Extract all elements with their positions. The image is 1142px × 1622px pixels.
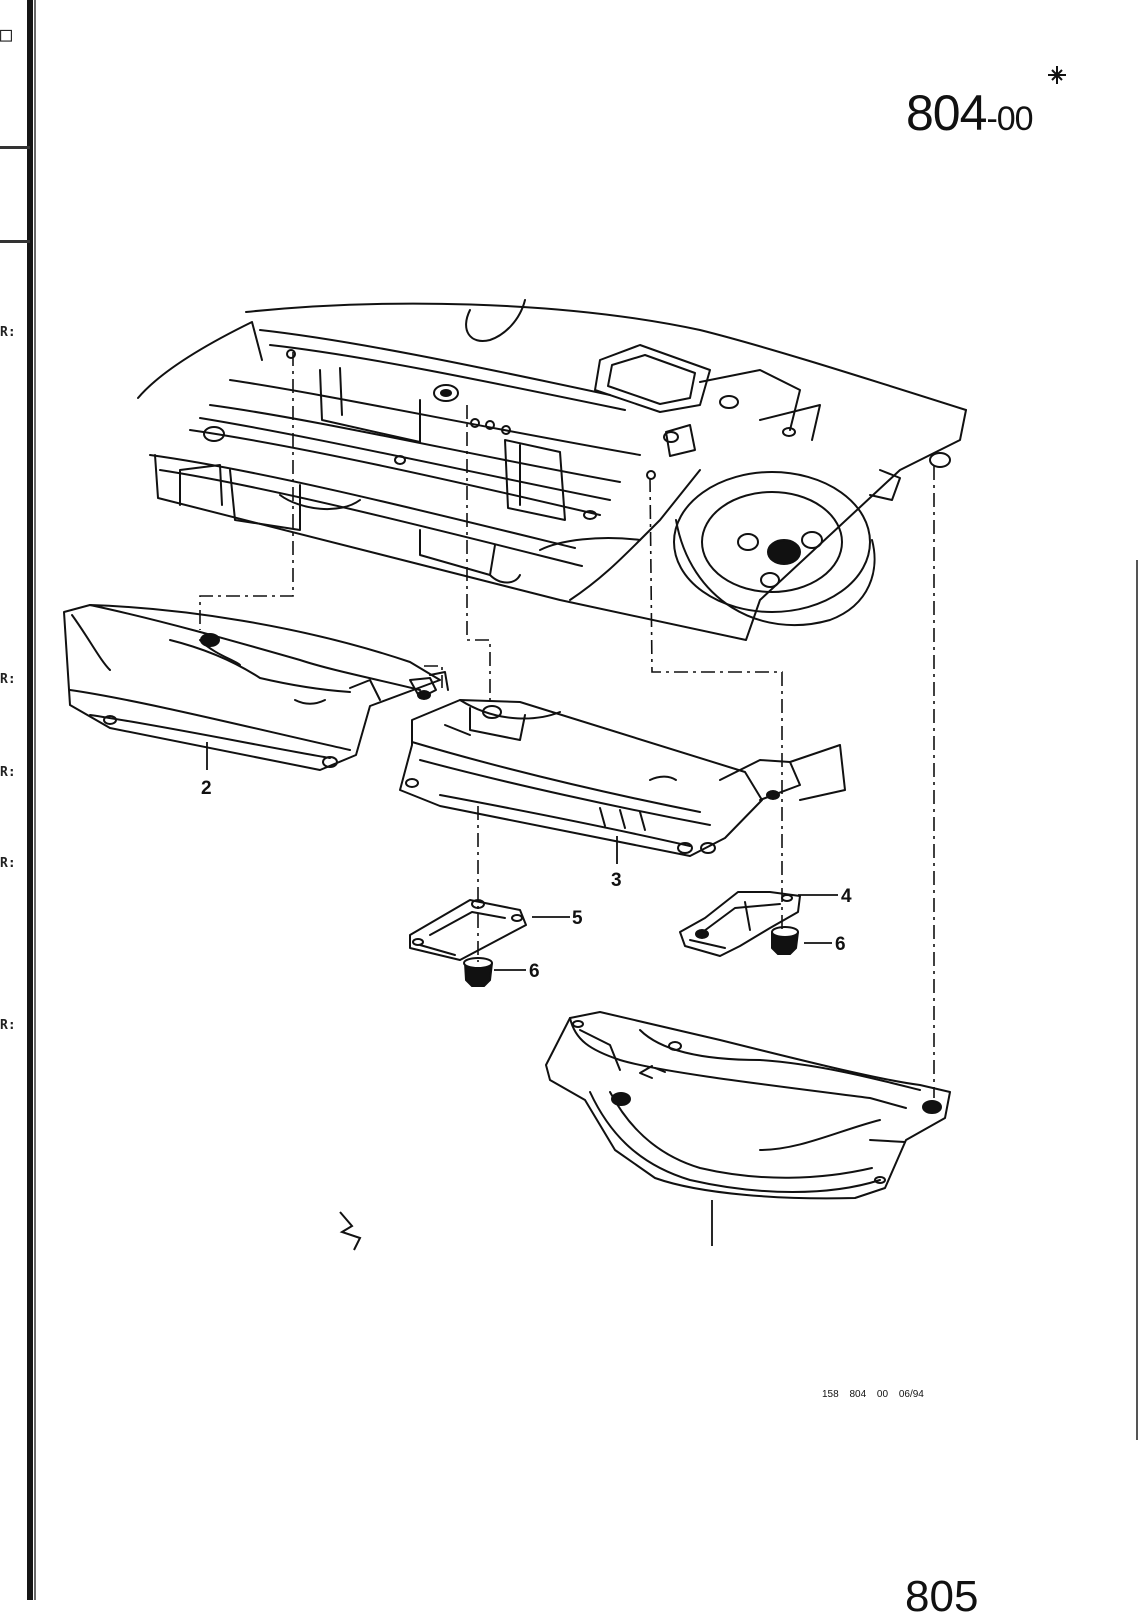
nut-6-right	[771, 926, 799, 955]
ink-spot	[1048, 66, 1066, 84]
vehicle-underbody	[137, 299, 967, 641]
margin-mark: R:	[0, 1018, 16, 1033]
callout-4: 4	[841, 886, 852, 907]
section-suffix: -00	[986, 100, 1033, 138]
bracket-4	[679, 891, 801, 957]
margin-mark: R:	[0, 856, 16, 871]
section-number: 804-00	[906, 84, 1034, 142]
drawing-reference-code: 158 804 00 06/94	[822, 1389, 924, 1400]
rear-underbody-panel	[545, 1011, 951, 1200]
heat-shield-center	[399, 699, 846, 857]
callout-2: 2	[201, 778, 212, 799]
binder-edge-inner	[34, 0, 36, 1600]
bracket-5	[409, 899, 527, 961]
callout-6-right: 6	[835, 934, 846, 955]
heat-shield-left	[63, 604, 449, 771]
callout-5: 5	[572, 908, 583, 929]
assembly-lines	[199, 352, 935, 1098]
callout-6-left: 6	[529, 961, 540, 982]
page-number: 805	[905, 1572, 979, 1621]
right-page-edge	[1136, 560, 1138, 1440]
callout-leaders	[206, 742, 838, 1246]
margin-mark: R:	[0, 325, 16, 340]
callout-3: 3	[611, 870, 622, 891]
section-main: 804	[906, 85, 987, 141]
margin-rule	[0, 240, 30, 243]
binder-edge	[27, 0, 33, 1600]
margin-mark: R:	[0, 765, 16, 780]
margin-mark: □	[0, 22, 13, 46]
margin-rule	[0, 146, 30, 149]
margin-mark: R:	[0, 672, 16, 687]
nut-6-left	[463, 957, 493, 987]
pen-mark	[339, 1211, 362, 1251]
